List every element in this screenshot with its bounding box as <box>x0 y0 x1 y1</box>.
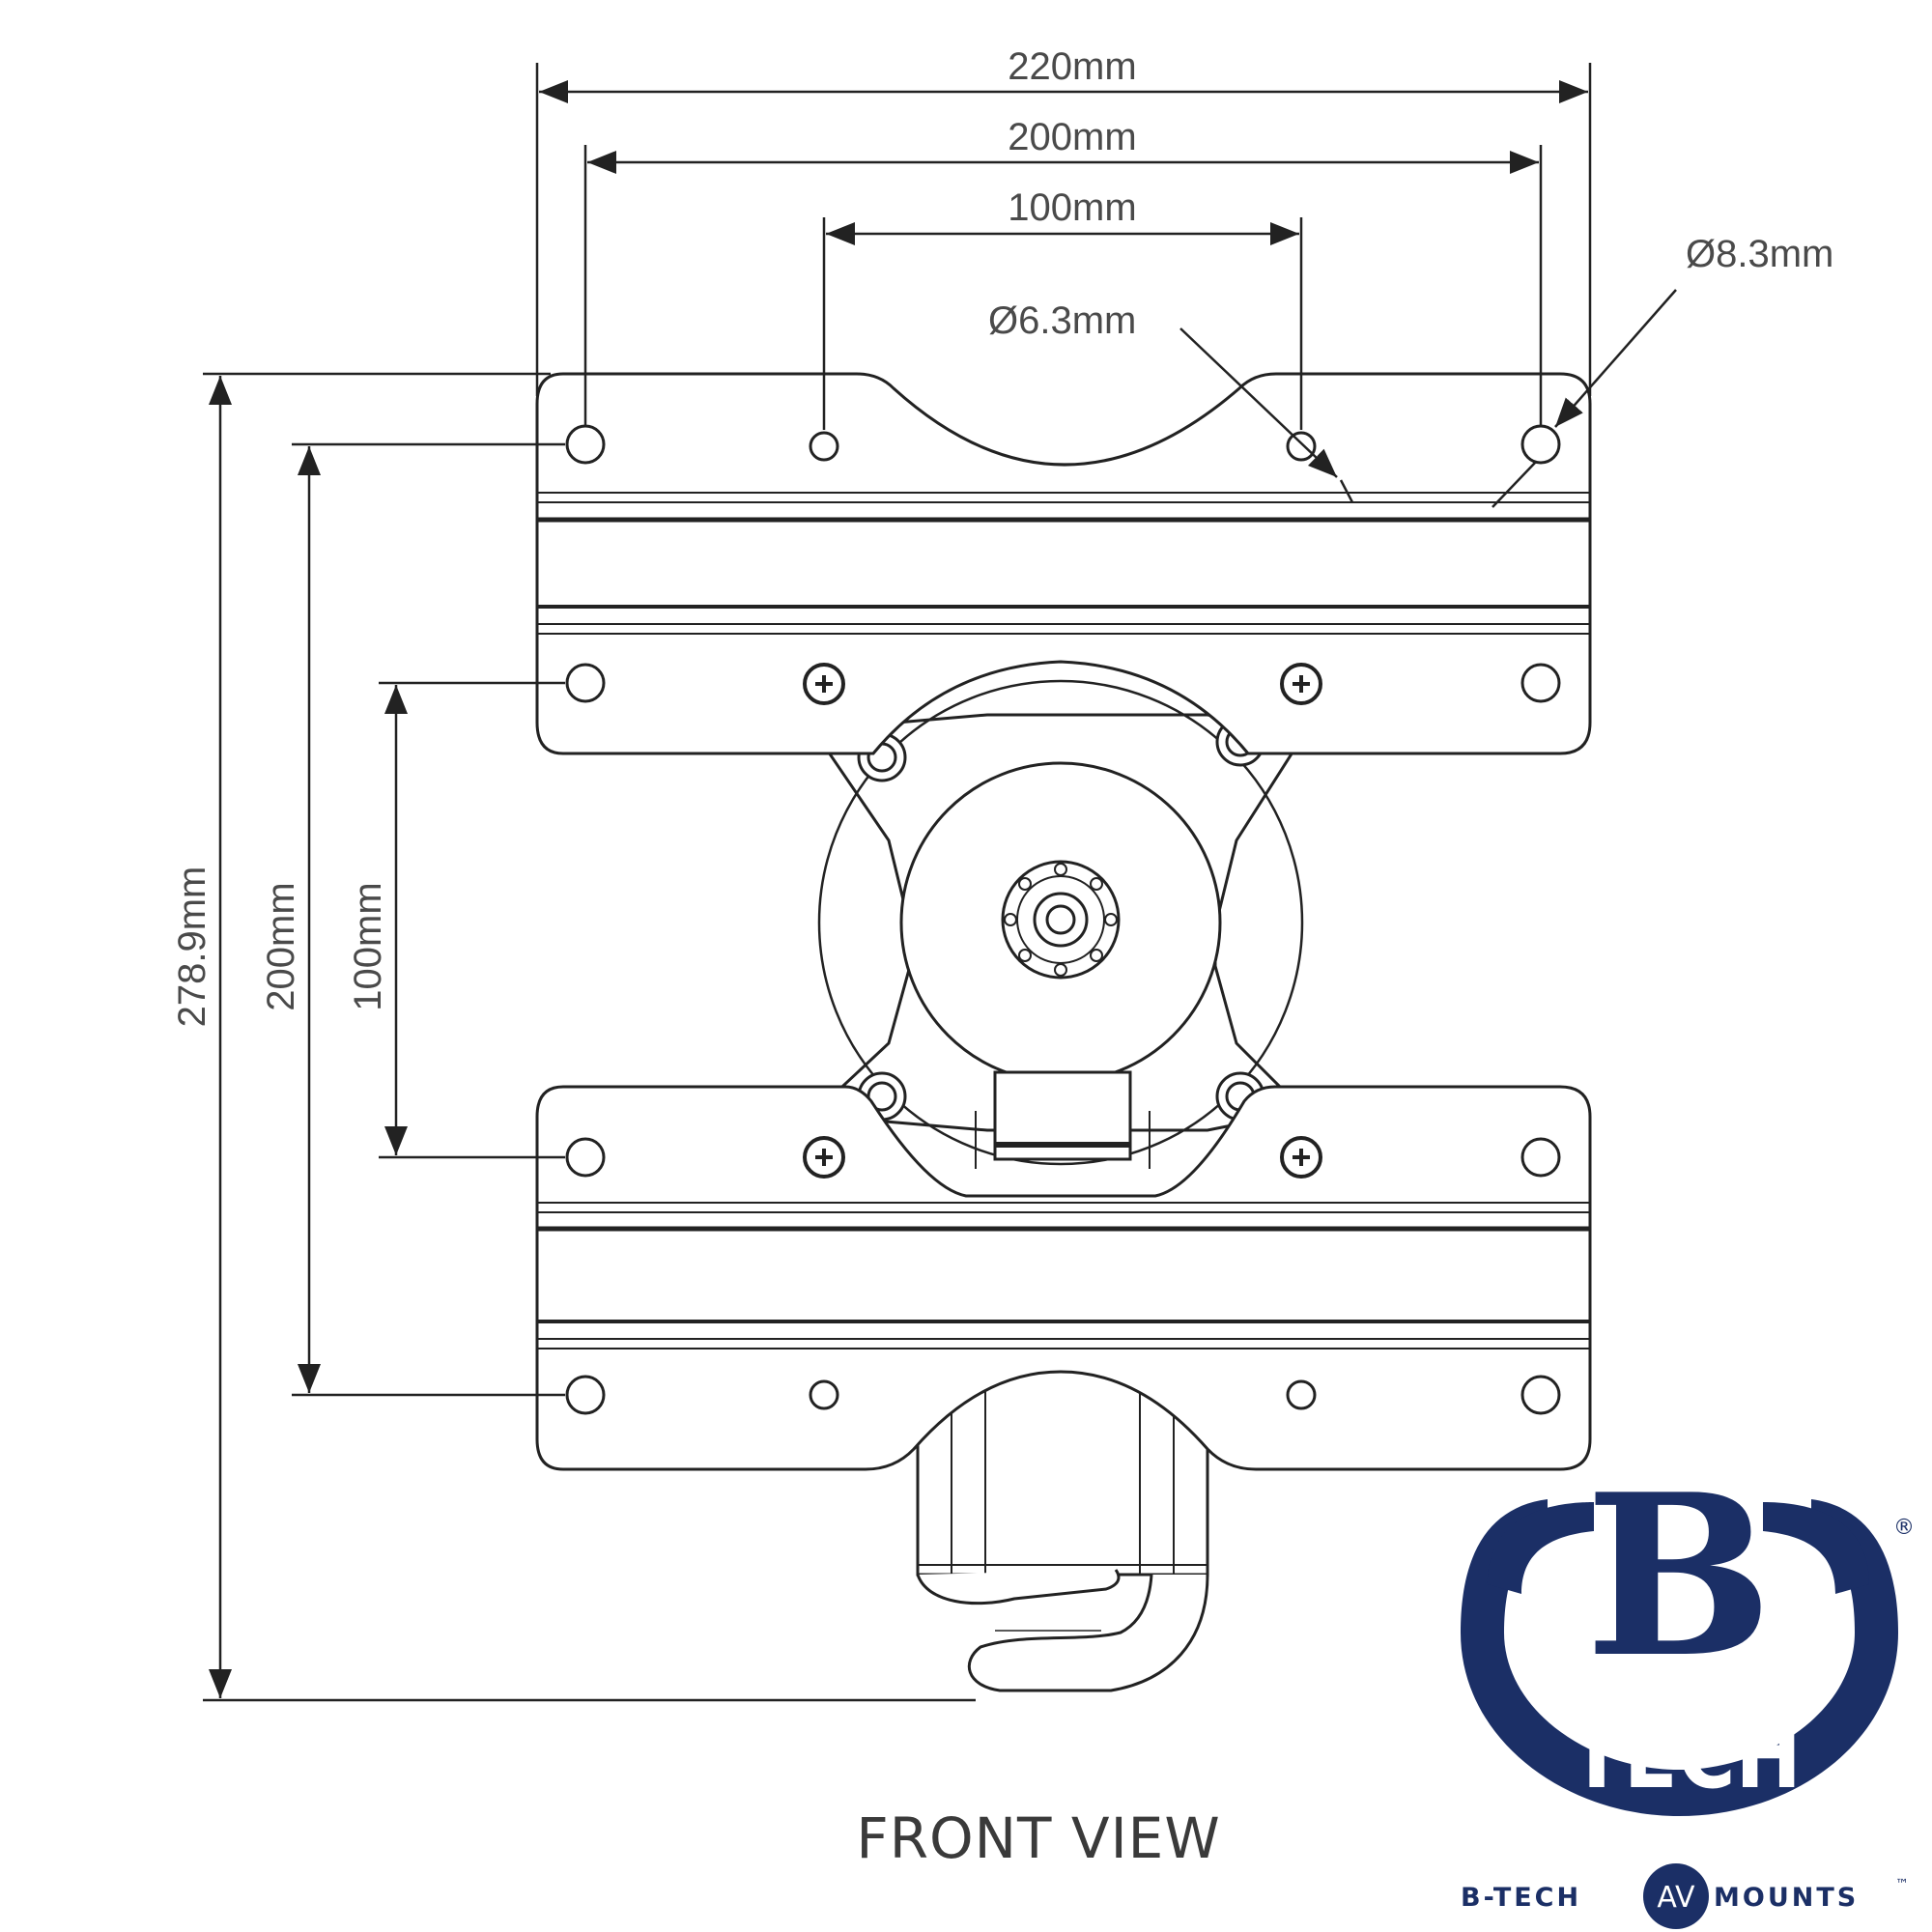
center-clamp <box>975 1070 1151 1169</box>
mount-drawing <box>535 372 1592 1692</box>
pole-clamp <box>916 1370 1209 1692</box>
caption-front-view: FRONT VIEW <box>856 1805 1220 1871</box>
mounting-holes <box>565 424 1561 1415</box>
label-hole-small: Ø6.3mm <box>988 299 1136 342</box>
label-hole-large: Ø8.3mm <box>1686 233 1833 275</box>
logo-word-tech: TECH <box>1570 1702 1802 1810</box>
label-height-inner: 100mm <box>347 882 389 1010</box>
btech-logo: B TECH ® B-TECH AV MOUNTS ™ <box>1461 1446 1915 1929</box>
tagline-trademark: ™ <box>1895 1877 1909 1892</box>
rail-screws <box>803 663 1322 1179</box>
leader-hole-small <box>1179 327 1338 478</box>
label-width-outer: 220mm <box>1008 45 1136 88</box>
av-badge <box>1643 1863 1709 1929</box>
label-width-inner: 100mm <box>1008 186 1136 229</box>
label-height-total: 278.9mm <box>171 867 213 1028</box>
logo-ring <box>1461 1499 1898 1816</box>
tagline-badge: AV <box>1657 1881 1695 1915</box>
bottom-rail <box>535 1085 1592 1471</box>
label-height-mid: 200mm <box>260 882 302 1010</box>
top-rail <box>535 372 1592 755</box>
tagline-left: B-TECH <box>1461 1883 1581 1913</box>
label-width-mid: 200mm <box>1008 116 1136 158</box>
logo-letter-b: B <box>1585 1446 1773 1707</box>
leader-hole-large <box>1554 289 1677 428</box>
tagline-right: MOUNTS <box>1714 1883 1859 1913</box>
logo-registered: ® <box>1893 1516 1915 1540</box>
dimension-lines <box>203 63 1677 1702</box>
center-plate <box>812 679 1308 1166</box>
